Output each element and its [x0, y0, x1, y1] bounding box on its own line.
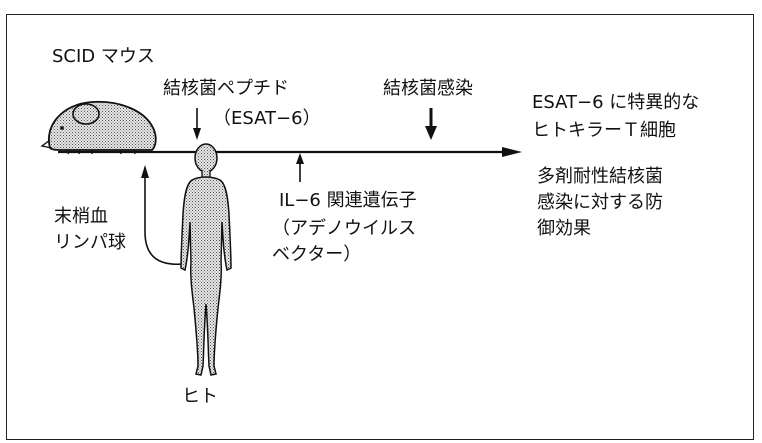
- result-label-line2: ヒトキラーＴ細胞: [532, 120, 676, 141]
- tb-infection-label: 結核菌感染: [383, 78, 473, 99]
- diagram-frame: [6, 14, 754, 440]
- timeline-arrow: [58, 147, 522, 157]
- il6-arrow: [296, 153, 304, 182]
- peptide-arrow: [193, 108, 201, 140]
- esat6-paren-label: （ESAT−6）: [213, 108, 321, 129]
- human-label: ヒト: [182, 386, 218, 407]
- scid-mouse-label: SCID マウス: [52, 46, 155, 67]
- adenovirus-vector-label: （アデノウイルス ベクター）: [272, 218, 416, 265]
- tb-peptide-label: 結核菌ペプチド: [163, 78, 289, 99]
- result-label-line1: ESAT−6 に特異的な: [532, 92, 700, 113]
- infection-arrow: [425, 108, 437, 140]
- mdr-protection-label: 多剤耐性結核菌 感染に対する防 御効果: [537, 166, 663, 239]
- human-figure-icon: [180, 143, 232, 376]
- peripheral-lymphocyte-label: 末梢血 リンパ球: [54, 206, 126, 253]
- lymphocyte-transfer-arrow: [141, 165, 184, 266]
- mouse-icon: [40, 100, 157, 155]
- il6-gene-label: IL−6 関連遺伝子: [279, 190, 417, 211]
